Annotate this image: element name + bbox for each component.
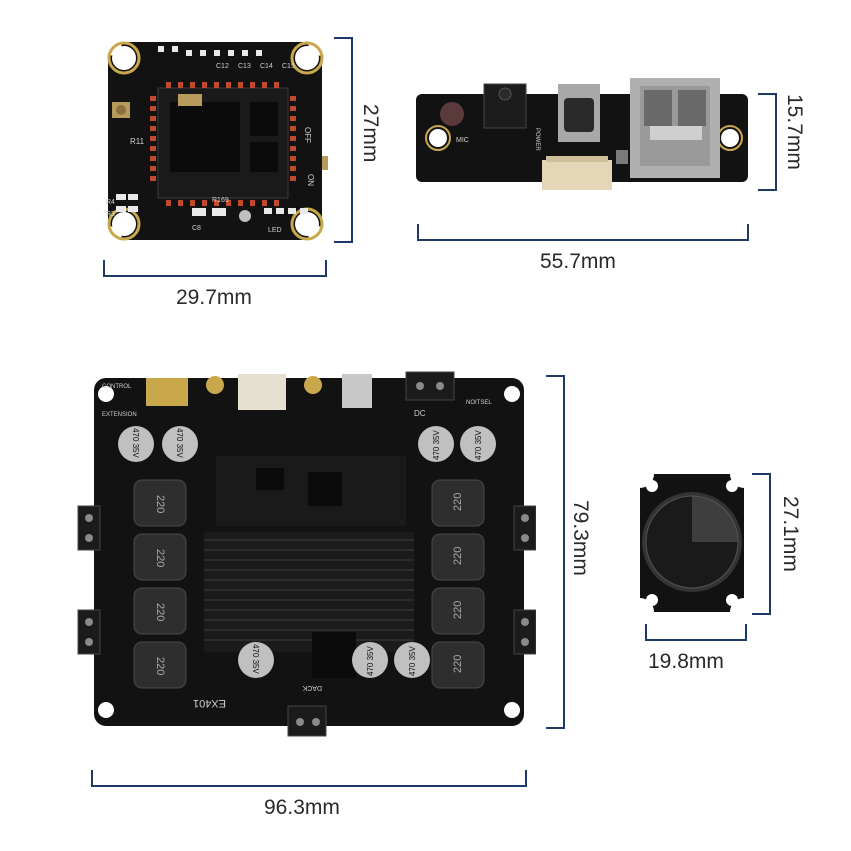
usb-height-label: 15.7mm [783,94,806,170]
usb-silk-power: POWER [534,128,540,151]
knob-width-label: 19.8mm [648,650,724,673]
bt-silk-r4: R4 [106,199,115,206]
usb-width-label: 55.7mm [540,250,616,273]
amp-inductor-label: 220 [452,655,464,673]
amp-cap-label: 470 35V [432,430,441,460]
amp-inductor-label: 220 [452,601,464,619]
amp-cap-label: 470 35V [408,646,417,676]
bt-silk-c12: C12 [216,63,229,70]
amp-silk-extension: EXTENSION [102,412,137,418]
amp-cap-label: 470 35V [251,644,260,674]
knob-height-label: 27.1mm [779,496,802,572]
amp-cap-label: 470 35V [175,428,184,458]
bt-silk-led: LED [268,227,282,234]
amp-inductor-label: 220 [154,657,166,675]
bt-silk-on: ON [306,174,315,186]
amplifier-board: 470 35V 470 35V 470 35V 470 35V 470 35V … [76,364,536,744]
bt-width-label: 29.7mm [176,286,252,309]
bt-silk-c8: C8 [192,225,201,232]
bt-silk-r169: R169 [212,197,229,204]
amp-cap-label: 470 35V [131,428,140,458]
amp-cap-label: 470 35V [366,646,375,676]
bt-silk-off: OFF [303,127,312,143]
bt-silk-c15: C15 [282,63,295,70]
bt-silk-r11: R11 [130,137,145,146]
amp-cap-label: 470 35V [474,430,483,460]
volume-knob-board [636,470,748,616]
bt-silk-c13: C13 [238,63,251,70]
amp-inductor-label: 220 [154,603,166,621]
usb-silk-mic: MIC [456,137,469,144]
amp-silk-dack: DACK [302,684,322,691]
bt-silk-r3: R3 [106,211,115,218]
amp-inductor-label: 220 [452,547,464,565]
amp-height-label: 79.3mm [569,500,592,576]
bt-height-label: 27mm [359,104,382,163]
amp-silk-control: CONTROL [102,384,132,390]
usb-io-board: MIC POWER [412,76,752,196]
amp-model-label: EX401 [193,697,226,709]
amp-silk-dc: DC [414,409,426,418]
amp-width-label: 96.3mm [264,796,340,819]
bluetooth-module-board: R11 R4 R3 C8 R169 OFF ON LED C12 C13 C14… [100,36,330,246]
amp-inductor-label: 220 [154,495,166,513]
amp-inductor-label: 220 [154,549,166,567]
amp-inductor-label: 220 [452,493,464,511]
bt-silk-c14: C14 [260,63,273,70]
amp-silk-noitsel: NOITSEL [466,400,492,406]
